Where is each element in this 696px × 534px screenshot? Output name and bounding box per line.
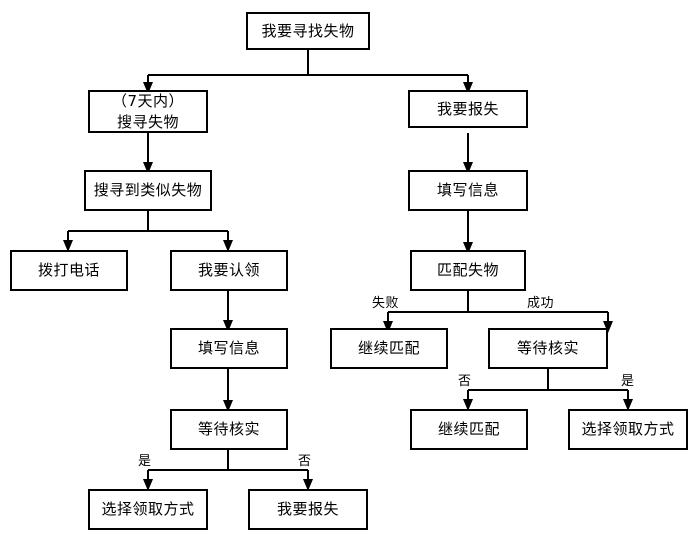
node-choose-pickup-method-right[interactable]: 选择领取方式 xyxy=(568,409,688,450)
node-label: 我要认领 xyxy=(197,261,260,280)
edge-label-verify-left-yes: 是 xyxy=(138,454,152,469)
node-label: 搜寻到类似失物 xyxy=(93,181,203,200)
node-label: 我要报失 xyxy=(276,500,339,519)
node-label: 选择领取方式 xyxy=(101,500,195,519)
node-make-phone-call[interactable]: 拨打电话 xyxy=(10,250,128,291)
edge-label-verify-right-yes: 是 xyxy=(621,374,635,389)
connector-root-split xyxy=(147,50,468,83)
node-label: 选择领取方式 xyxy=(581,420,675,439)
node-label: 我要报失 xyxy=(436,99,499,118)
node-found-similar-item[interactable]: 搜寻到类似失物 xyxy=(84,170,212,211)
node-match-lost-item[interactable]: 匹配失物 xyxy=(410,250,526,291)
node-search-within-7-days[interactable]: （7天内） 搜寻失物 xyxy=(88,90,208,133)
node-label-line-1: （7天内） xyxy=(111,92,185,111)
connector-match-split xyxy=(387,291,608,322)
node-label: 继续匹配 xyxy=(357,339,420,358)
node-find-lost-item[interactable]: 我要寻找失物 xyxy=(246,12,370,50)
node-label: 拨打电话 xyxy=(37,261,100,280)
edge-label-verify-right-no: 否 xyxy=(458,374,472,389)
node-waiting-verification-right[interactable]: 等待核实 xyxy=(488,328,608,369)
connector-found-split xyxy=(67,211,228,241)
connector-verify-left-split xyxy=(147,450,308,480)
node-label: 匹配失物 xyxy=(436,261,499,280)
node-label: 填写信息 xyxy=(197,339,260,358)
node-claim-item[interactable]: 我要认领 xyxy=(170,250,288,291)
node-label-line-2: 搜寻失物 xyxy=(116,112,179,131)
node-label: 继续匹配 xyxy=(437,420,500,439)
node-fill-info-left[interactable]: 填写信息 xyxy=(170,328,288,369)
edge-label-match-fail: 失败 xyxy=(372,296,400,311)
edge-label-verify-left-no: 否 xyxy=(298,454,312,469)
edge-label-match-success: 成功 xyxy=(527,296,555,311)
node-label: 填写信息 xyxy=(436,181,499,200)
node-continue-matching-2[interactable]: 继续匹配 xyxy=(410,409,528,450)
node-continue-matching-1[interactable]: 继续匹配 xyxy=(330,328,448,369)
connector-waiting-split xyxy=(467,369,628,400)
node-label: 我要寻找失物 xyxy=(261,21,355,40)
node-report-lost-bottom[interactable]: 我要报失 xyxy=(248,489,368,530)
node-label: 等待核实 xyxy=(197,420,260,439)
node-fill-info-right[interactable]: 填写信息 xyxy=(408,170,528,211)
node-choose-pickup-method-left[interactable]: 选择领取方式 xyxy=(88,489,208,530)
node-report-lost[interactable]: 我要报失 xyxy=(408,90,528,128)
node-label: 等待核实 xyxy=(516,339,579,358)
node-waiting-verification-left[interactable]: 等待核实 xyxy=(170,409,288,450)
